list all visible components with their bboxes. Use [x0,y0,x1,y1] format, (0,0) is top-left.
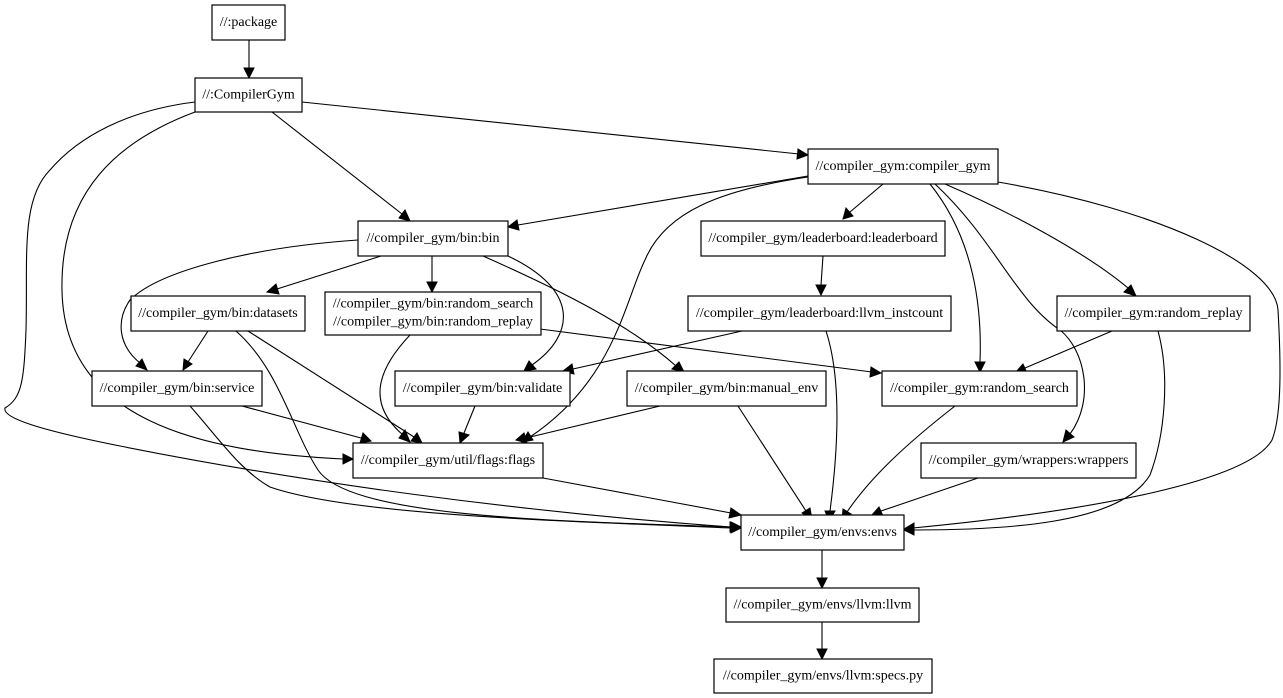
svg-text://:CompilerGym: //:CompilerGym [202,88,295,103]
node-validate: //compiler_gym/bin:validate [394,370,571,407]
node-random-search-replay-bin: //compiler_gym/bin:random_search //compi… [324,291,542,336]
node-bin: //compiler_gym/bin:bin [357,220,509,257]
edge-package-compilergym [243,40,255,80]
edge-compiler_gym-random_search [929,183,986,374]
edge-datasets-service [182,330,209,371]
edge-bin-service [120,239,359,371]
edge-llvm_instcount-validate [561,330,743,375]
svg-text://compiler_gym/bin:service: //compiler_gym/bin:service [100,381,255,396]
edge-random_search_bin-random_search [539,328,883,378]
edge-bin-datasets [265,255,382,295]
svg-text://compiler_gym/wrappers:wrappe: //compiler_gym/wrappers:wrappers [929,453,1129,468]
node-datasets: //compiler_gym/bin:datasets [130,295,306,332]
svg-text://compiler_gym:compiler_gym: //compiler_gym:compiler_gym [816,159,991,174]
edge-flags-envs [542,477,743,519]
edge-wrappers-envs [870,477,979,517]
edge-bin-random_search_bin [426,256,438,294]
edge-validate-flags [458,405,476,445]
node-service: //compiler_gym/bin:service [91,370,263,407]
node-manual-env: //compiler_gym/bin:manual_env [626,370,827,407]
svg-text://compiler_gym/leaderboard:lea: //compiler_gym/leaderboard:leaderboard [708,231,937,246]
edge-random_replay-random_search [1014,330,1113,374]
svg-text://compiler_gym:random_replay: //compiler_gym:random_replay [1064,306,1242,321]
node-llvm-instcount: //compiler_gym/leaderboard:llvm_instcoun… [687,295,952,332]
edge-llvm-specs [816,622,828,661]
svg-text://compiler_gym/envs:envs: //compiler_gym/envs:envs [748,525,897,540]
node-envs: //compiler_gym/envs:envs [740,514,905,551]
edge-manual_env-flags [514,405,661,444]
node-random-replay: //compiler_gym:random_replay [1056,295,1251,332]
edge-llvm_instcount-envs [824,330,838,523]
edge-compiler_gym-wrappers [934,183,1086,443]
node-flags: //compiler_gym/util/flags:flags [352,442,544,479]
edge-leaderboard-llvm_instcount [815,255,827,297]
edge-bin-validate [507,255,564,372]
node-wrappers: //compiler_gym/wrappers:wrappers [920,442,1137,479]
svg-text://compiler_gym/bin:validate: //compiler_gym/bin:validate [403,381,562,396]
edge-random_replay-envs [902,330,1166,536]
svg-text://compiler_gym/util/flags:flag: //compiler_gym/util/flags:flags [361,453,535,468]
node-leaderboard: //compiler_gym/leaderboard:leaderboard [700,220,946,257]
edge-envs-llvm [816,550,828,590]
svg-text://compiler_gym/bin:datasets: //compiler_gym/bin:datasets [138,306,297,321]
svg-text://compiler_gym/envs/llvm:specs: //compiler_gym/envs/llvm:specs.py [723,669,923,684]
svg-text://compiler_gym/leaderboard:llv: //compiler_gym/leaderboard:llvm_instcoun… [696,306,943,321]
svg-text://compiler_gym/bin:random_repl: //compiler_gym/bin:random_replay [333,315,533,330]
node-random-search: //compiler_gym:random_search [881,370,1078,407]
node-package: //:package [211,4,286,41]
node-specs: //compiler_gym/envs/llvm:specs.py [713,658,933,694]
edge-compilergym-flags [61,111,355,465]
node-compiler-gym: //compiler_gym:compiler_gym [807,148,999,185]
svg-text://:package: //:package [220,15,278,30]
svg-text://compiler_gym/envs/llvm:llvm: //compiler_gym/envs/llvm:llvm [733,598,911,613]
edge-compilergym-compiler_gym [301,101,810,160]
svg-text://compiler_gym/bin:bin: //compiler_gym/bin:bin [367,231,500,246]
node-llvm: //compiler_gym/envs/llvm:llvm [725,587,920,623]
edge-service-flags [241,405,373,444]
edge-datasets-flags [247,330,423,444]
node-compilergym: //:CompilerGym [194,77,303,113]
svg-text://compiler_gym/bin:manual_env: //compiler_gym/bin:manual_env [635,381,819,396]
svg-text://compiler_gym:random_search: //compiler_gym:random_search [890,381,1069,396]
edge-datasets-envs [235,330,743,533]
svg-text://compiler_gym/bin:random_sear: //compiler_gym/bin:random_search [333,297,534,312]
edge-compiler_gym-bin [506,175,809,231]
edge-service-envs [189,405,743,534]
edge-compiler_gym-leaderboard [842,183,884,220]
edge-compilergym-bin [271,111,411,222]
edge-compiler_gym-random_replay [944,183,1137,297]
edge-manual_env-envs [737,405,813,522]
edge-random_search_bin-flags [379,334,411,443]
